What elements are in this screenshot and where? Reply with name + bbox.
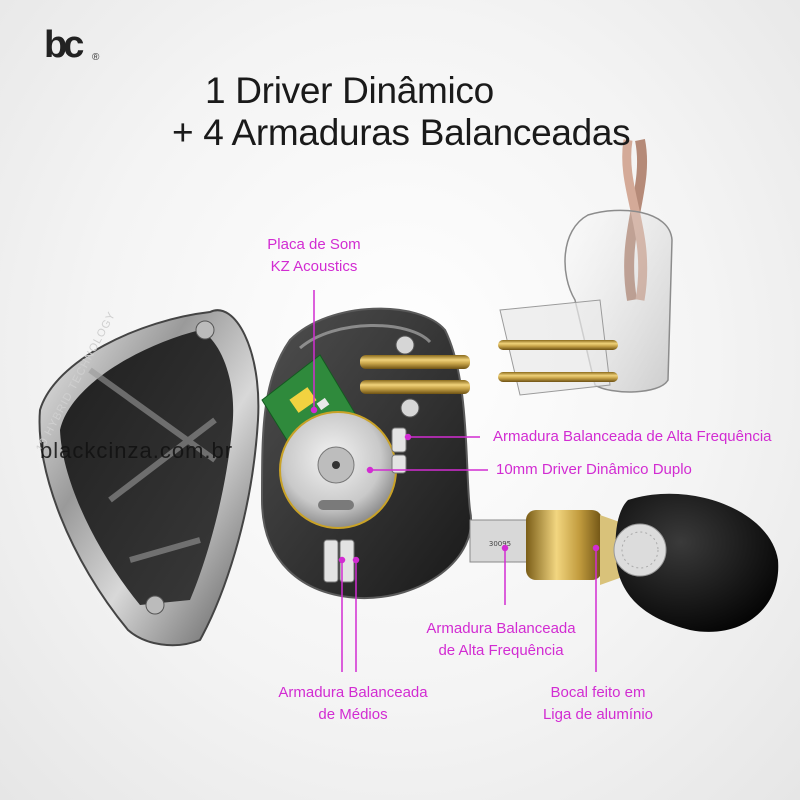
- callout-ba-mid-line-2: de Médios: [318, 706, 388, 723]
- ear-tip: [613, 493, 779, 632]
- callout-nozzle-line-2: Liga de alumínio: [542, 706, 654, 723]
- callout-ba-high-top: Armadura Balanceada de Alta Frequência: [493, 428, 772, 445]
- terminal-pins: [360, 335, 470, 418]
- callout-ba-mid: Armadura Balanceada de Médios: [268, 682, 438, 726]
- headline-line-1: 1 Driver Dinâmico: [205, 70, 494, 111]
- callout-ba-high-bottom: Armadura Balanceada de Alta Frequência: [416, 618, 586, 662]
- callout-sound-board-line-2: KZ Acoustics: [270, 258, 358, 275]
- callout-ba-high-bottom-line-1: Armadura Balanceada: [426, 620, 576, 637]
- callout-nozzle-line-1: Bocal feito em: [550, 684, 646, 701]
- callout-dynamic-driver: 10mm Driver Dinâmico Duplo: [496, 461, 692, 478]
- callout-sound-board-line-1: Placa de Som: [267, 236, 361, 253]
- callout-ba-mid-line-1: Armadura Balanceada: [278, 684, 428, 701]
- nozzle-assembly: 30095: [469, 510, 628, 585]
- svg-text:30095: 30095: [489, 540, 511, 548]
- metal-faceplate: [38, 309, 260, 647]
- callout-nozzle: Bocal feito em Liga de alumínio: [528, 682, 668, 726]
- callout-ba-high-bottom-line-2: de Alta Frequência: [438, 642, 564, 659]
- balanced-armatures: [323, 427, 407, 583]
- headline-line-2: + 4 Armaduras Balanceadas: [172, 112, 631, 153]
- registered-mark: ®: [92, 52, 100, 63]
- brand-logo: bc: [44, 24, 84, 66]
- watermark: blackcinza.com.br: [40, 438, 234, 463]
- dynamic-driver: [279, 411, 397, 529]
- callout-sound-board: Placa de Som KZ Acoustics: [244, 234, 384, 278]
- callout-leader-lines: [310, 290, 600, 672]
- cable-connector: [498, 209, 673, 396]
